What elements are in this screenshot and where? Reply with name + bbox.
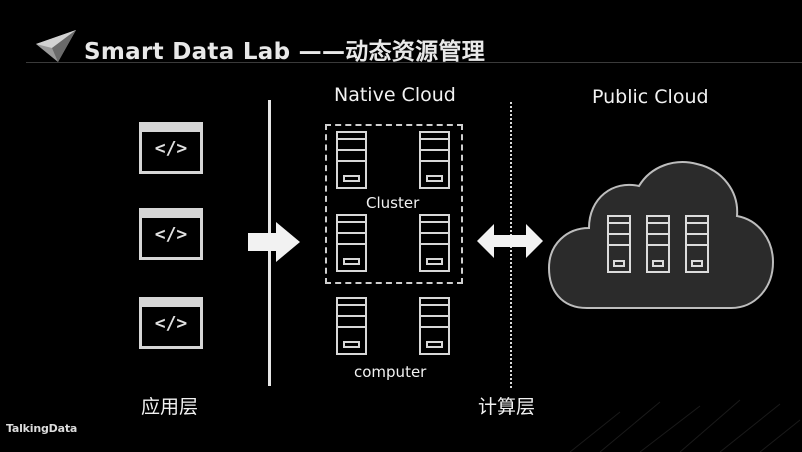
cluster-label: Cluster [366,194,420,212]
app-window-icon: </> [139,297,203,349]
public-cloud-label: Public Cloud [592,86,709,108]
title-divider [26,62,802,63]
native-cloud-label: Native Cloud [334,84,456,106]
server-icon [419,214,450,272]
app-window-icon: </> [139,122,203,174]
code-glyph: </> [154,138,188,159]
computer-label: computer [354,363,427,381]
cloud-server-icon [607,215,631,273]
right-arrow-icon [248,222,300,262]
server-icon [336,214,367,272]
brand-logo: TalkingData [6,422,78,435]
decorative-texture [569,399,801,452]
server-icon [336,131,367,189]
app-window-icon: </> [139,208,203,260]
cloud-server-icon [685,215,709,273]
server-icon [419,297,450,355]
cluster-box [325,124,463,284]
code-glyph: </> [154,224,188,245]
code-glyph: </> [154,313,188,334]
page-title: Smart Data Lab ——动态资源管理 [84,39,486,65]
server-icon [336,297,367,355]
server-icon [419,131,450,189]
cloud-server-icon [646,215,670,273]
cloud-icon [547,161,775,309]
compute-layer-label: 计算层 [478,396,536,418]
paper-plane-logo-icon [36,30,76,62]
app-layer-label: 应用层 [141,396,199,418]
double-arrow-icon [477,224,543,258]
